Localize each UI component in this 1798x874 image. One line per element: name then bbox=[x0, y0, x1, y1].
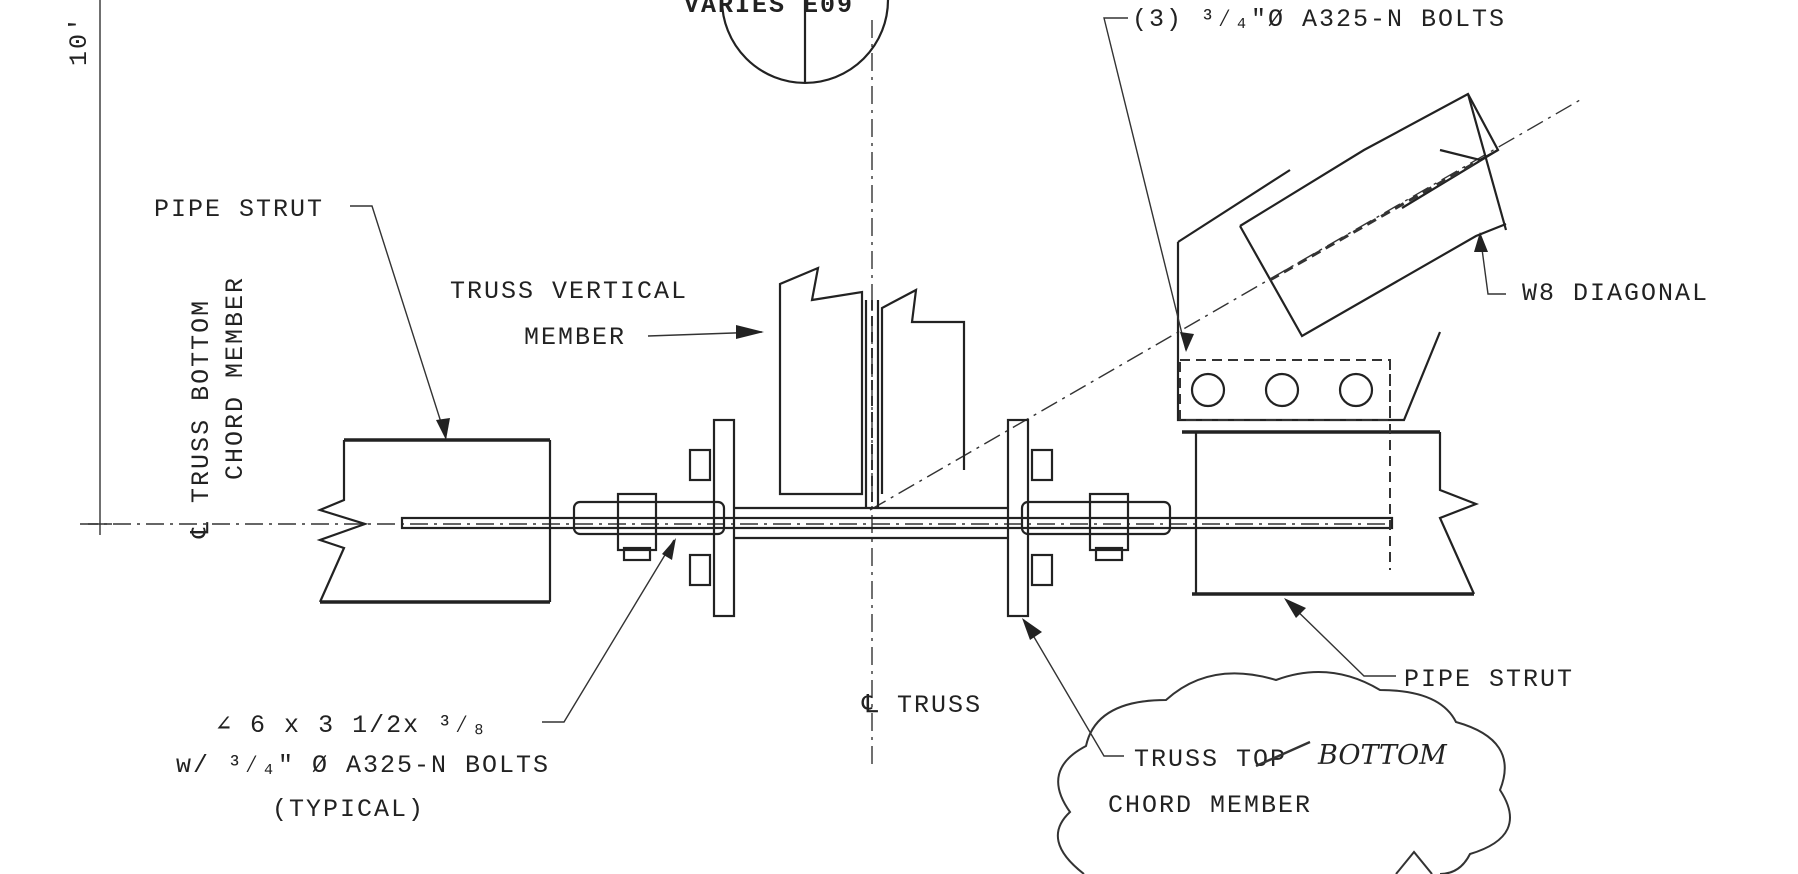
top-chord-label-2: CHORD MEMBER bbox=[1108, 791, 1312, 820]
angle-label-2: w/ ³⁄₄" Ø A325-N BOLTS bbox=[176, 751, 550, 780]
dimension-label: 10' bbox=[65, 15, 94, 66]
section-bubble: VARIES E09 bbox=[684, 0, 890, 85]
angle-label-3: (TYPICAL) bbox=[272, 795, 425, 824]
truss-vertical-label-1: TRUSS VERTICAL bbox=[450, 277, 688, 306]
revision-triangle bbox=[1395, 850, 1433, 874]
truss-bottom-chord-label-2: CHORD MEMBER bbox=[221, 276, 250, 480]
left-angle-bolts bbox=[616, 448, 712, 587]
bolt-3 bbox=[1338, 372, 1374, 408]
diagonal-gusset bbox=[1176, 169, 1442, 570]
top-chord-label-1: TRUSS TOP bbox=[1134, 745, 1287, 774]
bottom-chord-plate bbox=[400, 500, 1394, 536]
pipe-strut-left bbox=[316, 438, 552, 604]
bolt-2 bbox=[1264, 372, 1300, 408]
section-bubble-label: VARIES E09 bbox=[684, 0, 854, 20]
angle-label-1: ∠ 6 x 3 1/2x ³⁄₈ bbox=[216, 711, 488, 740]
truss-bottom-chord-label-1: ℄ TRUSS BOTTOM bbox=[187, 299, 216, 539]
leaders bbox=[350, 17, 1506, 757]
top-chord-correction: BOTTOM bbox=[1317, 740, 1448, 771]
pipe-strut-right bbox=[1182, 430, 1480, 596]
angle-right bbox=[1006, 418, 1130, 618]
pipe-strut-left-label: PIPE STRUT bbox=[154, 195, 324, 224]
w8-diagonal bbox=[1239, 92, 1508, 338]
bolt-1 bbox=[1190, 372, 1226, 408]
angle-left bbox=[712, 418, 1008, 618]
truss-vertical-member bbox=[778, 266, 966, 508]
diagonal-centerline bbox=[869, 99, 1581, 511]
bolts-top-label: (3) ³⁄₄"Ø A325-N BOLTS bbox=[1132, 5, 1506, 34]
truss-centerline-label: ℄ TRUSS bbox=[861, 691, 982, 720]
truss-vertical-label-2: MEMBER bbox=[524, 323, 626, 352]
revision-cloud bbox=[1056, 671, 1511, 874]
w8-diagonal-label: W8 DIAGONAL bbox=[1522, 279, 1709, 308]
top-chord-strikeout bbox=[1255, 740, 1311, 768]
pipe-strut-right-label: PIPE STRUT bbox=[1404, 665, 1574, 694]
